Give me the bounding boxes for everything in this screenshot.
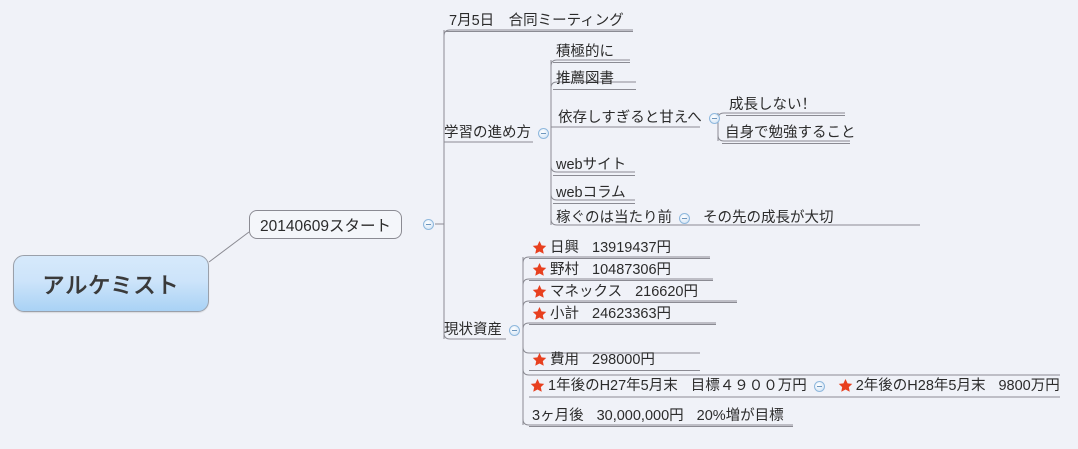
node-study-method-label: 学習の進め方 xyxy=(444,125,531,141)
node-asset-nikko-amount: 13919437円 xyxy=(592,240,672,257)
node-dependence-label: 依存しすぎると甘えへ xyxy=(558,110,702,126)
node-asset-subtotal-name: 小計 xyxy=(550,306,579,323)
star-icon xyxy=(530,378,545,393)
node-study-yourself-label: 自身で勉強すること xyxy=(725,125,856,141)
star-icon xyxy=(532,262,547,277)
root-node[interactable]: アルケミスト xyxy=(13,255,209,312)
node-asset-nomura[interactable]: 野村 10487306円 xyxy=(529,263,713,281)
node-positive-label: 積極的に xyxy=(556,44,614,60)
node-asset-monex-amount: 216620円 xyxy=(635,284,698,301)
node-growth-ahead-label: その先の成長が大切 xyxy=(703,210,834,226)
node-asset-expense[interactable]: 費用 298000円 xyxy=(529,353,700,371)
star-icon xyxy=(532,240,547,255)
node-start-date[interactable]: 20140609スタート xyxy=(249,210,402,239)
node-start-date-label: 20140609スタート xyxy=(260,217,391,235)
node-goal-2year-name: 2年後のH28年5月末 xyxy=(855,378,986,395)
node-current-assets-label: 現状資産 xyxy=(444,322,502,338)
node-positive[interactable]: 積極的に xyxy=(553,45,630,63)
node-goal-2year-amount: 9800万円 xyxy=(998,378,1060,395)
node-earning-obvious[interactable]: 稼ぐのは当たり前 その先の成長が大切 xyxy=(553,211,837,229)
node-asset-expense-amount: 298000円 xyxy=(592,352,655,369)
node-goal-1year[interactable]: 1年後のH27年5月末 目標４９００万円 2年後のH28年5月末 9800万円 xyxy=(527,379,1063,397)
node-study-method[interactable]: 学習の進め方 xyxy=(441,126,552,144)
node-earning-obvious-label: 稼ぐのは当たり前 xyxy=(556,210,672,226)
node-asset-nomura-name: 野村 xyxy=(550,262,579,279)
star-icon xyxy=(838,378,853,393)
node-current-assets[interactable]: 現状資産 xyxy=(441,323,523,341)
node-asset-subtotal[interactable]: 小計 24623363円 xyxy=(529,307,716,325)
node-asset-subtotal-amount: 24623363円 xyxy=(592,306,672,323)
node-recommended-books[interactable]: 推薦図書 xyxy=(553,72,636,90)
node-no-growth[interactable]: 成長しない！ xyxy=(726,98,845,116)
collapse-toggle-dependence[interactable] xyxy=(708,112,720,124)
node-goal-3month[interactable]: 3ヶ月後 30,000,000円 20%増が目標 xyxy=(529,409,793,427)
node-goal-1year-amount: 目標４９００万円 xyxy=(690,378,807,395)
node-meeting-label: 7月5日 合同ミーティング xyxy=(449,13,624,29)
node-web-column-label: webコラム xyxy=(556,185,626,201)
star-icon xyxy=(532,306,547,321)
node-meeting[interactable]: 7月5日 合同ミーティング xyxy=(446,14,633,32)
node-web-site-label: webサイト xyxy=(556,157,627,173)
node-asset-monex-name: マネックス xyxy=(550,284,623,301)
star-icon xyxy=(532,352,547,367)
node-study-yourself[interactable]: 自身で勉強すること xyxy=(722,126,856,144)
node-goal-1year-name: 1年後のH27年5月末 xyxy=(548,378,678,395)
node-asset-expense-name: 費用 xyxy=(550,352,579,369)
node-goal-3month-extra: 20%増が目標 xyxy=(696,408,784,424)
collapse-toggle-level1[interactable] xyxy=(423,219,434,230)
node-goal-3month-name: 3ヶ月後 xyxy=(532,408,584,424)
node-web-column[interactable]: webコラム xyxy=(553,186,635,204)
node-asset-nikko[interactable]: 日興 13919437円 xyxy=(529,241,710,259)
node-no-growth-label: 成長しない！ xyxy=(729,97,816,113)
collapse-toggle-study-method[interactable] xyxy=(538,127,549,139)
wire-root-to-level1 xyxy=(208,231,250,263)
node-dependence[interactable]: 依存しすぎると甘えへ xyxy=(555,111,723,129)
node-goal-3month-amount: 30,000,000円 xyxy=(596,408,684,424)
node-recommended-books-label: 推薦図書 xyxy=(556,71,614,87)
node-asset-nikko-name: 日興 xyxy=(550,240,579,257)
collapse-toggle-current-assets[interactable] xyxy=(509,324,520,336)
root-label: アルケミスト xyxy=(42,272,180,298)
collapse-toggle-goal-1year[interactable] xyxy=(813,381,825,392)
node-web-site[interactable]: webサイト xyxy=(553,158,635,176)
node-asset-monex[interactable]: マネックス 216620円 xyxy=(529,285,737,303)
node-asset-nomura-amount: 10487306円 xyxy=(592,262,672,279)
star-icon xyxy=(532,284,547,299)
collapse-toggle-earning-obvious[interactable] xyxy=(679,212,690,224)
